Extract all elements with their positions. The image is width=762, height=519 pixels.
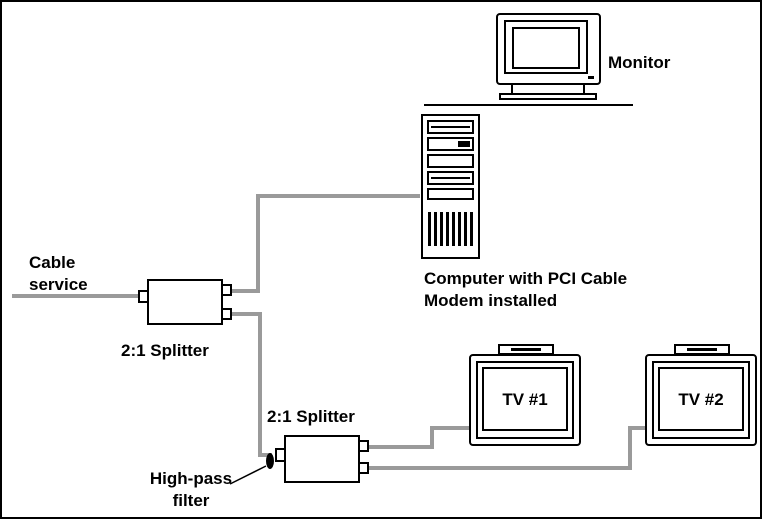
high-pass-filter-icon <box>229 453 274 485</box>
cable-service-label-line2: service <box>29 275 88 294</box>
computer-tower-icon <box>421 114 480 259</box>
cable-to-computer <box>230 194 420 293</box>
monitor-label: Monitor <box>608 53 671 72</box>
tower-vents <box>428 212 473 246</box>
computer-label-line1: Computer with PCI Cable <box>424 269 627 288</box>
cable-to-tv1 <box>368 426 472 449</box>
splitter-1-label: 2:1 Splitter <box>121 341 209 360</box>
tv-2-label: TV #2 <box>678 390 723 409</box>
filter-label-line2: filter <box>173 491 210 510</box>
tv-1-icon <box>469 344 581 446</box>
tv-1-label: TV #1 <box>502 390 547 409</box>
splitter-1-icon <box>138 279 232 325</box>
splitter-2-label: 2:1 Splitter <box>267 407 355 426</box>
filter-label-line1: High-pass <box>150 469 232 488</box>
cable-lines <box>12 194 648 470</box>
cable-to-tv2 <box>368 426 648 470</box>
splitter-2-icon <box>275 435 369 483</box>
cable-to-splitter2 <box>230 312 272 457</box>
computer-label-line2: Modem installed <box>424 291 557 310</box>
cable-service-label-line1: Cable <box>29 253 75 272</box>
tv-2-icon <box>645 344 757 446</box>
monitor-icon <box>496 13 601 100</box>
